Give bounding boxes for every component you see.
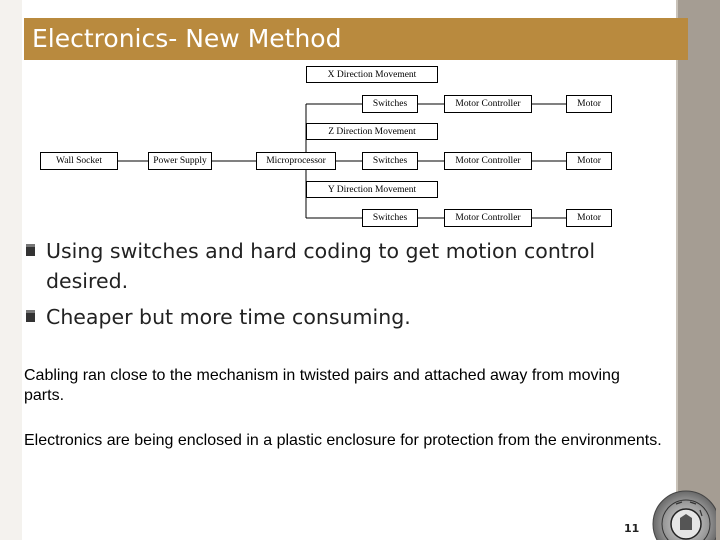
left-border bbox=[0, 0, 22, 540]
right-border bbox=[678, 0, 720, 540]
square-bullet-icon bbox=[26, 310, 35, 322]
switches-z-box: Switches bbox=[362, 152, 418, 170]
note-cabling: Cabling ran close to the mechanism in tw… bbox=[24, 367, 620, 404]
motor-y-box: Motor bbox=[566, 209, 612, 227]
title-bar: Electronics- New Method bbox=[24, 18, 688, 60]
switches-y-box: Switches bbox=[362, 209, 418, 227]
motor-x-box: Motor bbox=[566, 95, 612, 113]
bullet-item: Using switches and hard coding to get mo… bbox=[24, 236, 674, 296]
university-seal-logo bbox=[652, 490, 716, 540]
bullet-list: Using switches and hard coding to get mo… bbox=[24, 236, 674, 338]
x-direction-label-box: X Direction Movement bbox=[306, 66, 438, 83]
motor-z-box: Motor bbox=[566, 152, 612, 170]
bullet-text: Cheaper but more time consuming. bbox=[46, 305, 411, 329]
right-border-edge bbox=[676, 0, 678, 540]
slide-title: Electronics- New Method bbox=[32, 24, 342, 53]
motor-controller-z-box: Motor Controller bbox=[444, 152, 532, 170]
microprocessor-box: Microprocessor bbox=[256, 152, 336, 170]
bullet-text: Using switches and hard coding to get mo… bbox=[46, 239, 596, 293]
power-supply-box: Power Supply bbox=[148, 152, 212, 170]
switches-x-box: Switches bbox=[362, 95, 418, 113]
y-direction-label-box: Y Direction Movement bbox=[306, 181, 438, 198]
motor-controller-y-box: Motor Controller bbox=[444, 209, 532, 227]
wall-socket-box: Wall Socket bbox=[40, 152, 118, 170]
z-direction-label-box: Z Direction Movement bbox=[306, 123, 438, 140]
note-enclosure: Electronics are being enclosed in a plas… bbox=[24, 432, 662, 449]
bullet-item: Cheaper but more time consuming. bbox=[24, 302, 674, 332]
page-number: 11 bbox=[624, 522, 640, 535]
motor-controller-x-box: Motor Controller bbox=[444, 95, 532, 113]
square-bullet-icon bbox=[26, 244, 35, 256]
